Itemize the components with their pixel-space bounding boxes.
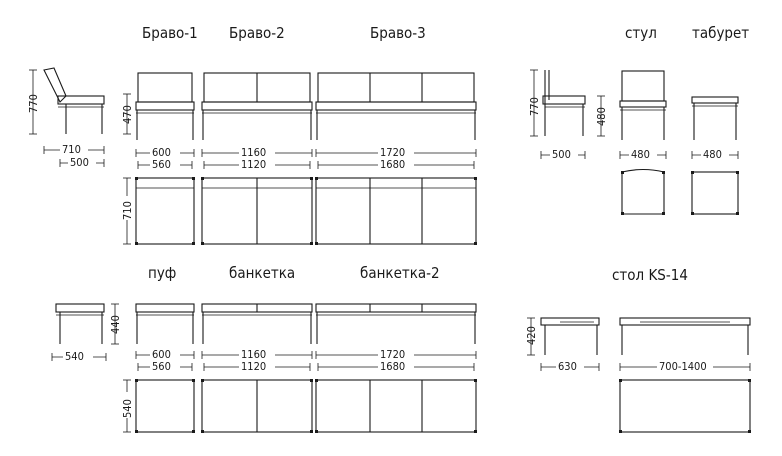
pouf-front <box>135 303 195 344</box>
dim-label: 1680 <box>380 360 405 373</box>
dim-sofa-base-500: 500 <box>59 156 105 169</box>
dim-chair-seat-480: 480 <box>595 95 608 137</box>
dim-label: 1720 <box>380 146 405 159</box>
dim-label: 500 <box>552 148 571 161</box>
bravo-1-plan <box>135 177 195 245</box>
dim-label: 630 <box>558 360 577 373</box>
dim-label: 440 <box>109 315 122 334</box>
dim-label: 1160 <box>241 146 266 159</box>
dim-bravo-depth-710: 710 <box>121 177 134 245</box>
dim-sofa-height-770: 770 <box>27 69 40 135</box>
title-table: стол KS-14 <box>612 266 688 284</box>
dim-label: 710 <box>62 143 81 156</box>
title-bravo-1: Браво-1 <box>142 24 198 42</box>
dim-bench-2-width: 1720 1680 <box>315 348 477 373</box>
title-stool: табурет <box>692 24 749 42</box>
title-bench: банкетка <box>229 264 295 282</box>
chair-plan-view <box>621 168 665 215</box>
table-side-view <box>540 317 600 355</box>
table-front-view <box>619 317 751 355</box>
dim-chair-width-480: 480 <box>619 148 667 161</box>
dim-bench-depth-540: 540 <box>121 379 134 433</box>
dim-label: 420 <box>525 326 538 345</box>
bravo-1-front <box>135 72 195 140</box>
dim-table-height-420: 420 <box>525 317 538 356</box>
dim-sofa-depth-710: 710 <box>43 143 105 156</box>
dim-bench-width: 1160 1120 <box>201 348 313 373</box>
title-pouf: пуф <box>148 264 176 282</box>
dim-label: 1160 <box>241 348 266 361</box>
title-chair: стул <box>625 24 657 42</box>
title-bravo-2: Браво-2 <box>229 24 285 42</box>
dim-label: 560 <box>152 158 171 171</box>
bench-front <box>201 303 313 344</box>
dim-label: 540 <box>65 350 84 363</box>
dim-label: 600 <box>152 348 171 361</box>
dim-label: 540 <box>121 399 134 418</box>
dim-label: 480 <box>631 148 650 161</box>
title-bravo-3: Браво-3 <box>370 24 426 42</box>
sofa-side-view <box>43 67 105 134</box>
bravo-3-plan <box>315 177 477 245</box>
dim-pouf-height-440: 440 <box>109 303 122 345</box>
dim-chair-depth-500: 500 <box>540 148 586 161</box>
table-plan-view <box>619 379 751 433</box>
chair-side-view <box>542 70 586 136</box>
bench-2-front <box>315 303 477 344</box>
bench-2-plan <box>315 379 477 433</box>
bravo-3-front <box>315 72 477 140</box>
dim-bravo-1-width: 600 560 <box>135 146 195 171</box>
title-bench-2: банкетка-2 <box>360 264 440 282</box>
dim-label: 1720 <box>380 348 405 361</box>
dim-label: 600 <box>152 146 171 159</box>
dim-label: 1680 <box>380 158 405 171</box>
dim-bravo-3-width: 1720 1680 <box>315 146 477 171</box>
dim-label: 560 <box>152 360 171 373</box>
bench-plan <box>201 379 313 433</box>
dim-stool-width-480: 480 <box>691 148 739 161</box>
dim-chair-height-770: 770 <box>528 69 541 137</box>
bravo-2-front <box>201 72 313 140</box>
dim-pouf-width: 600 560 <box>135 348 195 373</box>
dim-label: 770 <box>528 97 541 116</box>
dim-label: 470 <box>121 105 134 124</box>
dim-label: 770 <box>27 94 40 113</box>
dim-label: 1120 <box>241 360 266 373</box>
pouf-side-view <box>55 303 105 344</box>
dim-label: 500 <box>70 156 89 169</box>
dim-label: 480 <box>703 148 722 161</box>
stool-front-view <box>691 96 739 140</box>
pouf-plan <box>135 379 195 433</box>
dim-label: 700-1400 <box>659 360 707 373</box>
chair-front-view <box>619 70 667 140</box>
dim-table-depth-630: 630 <box>540 360 600 373</box>
dim-label: 1120 <box>241 158 266 171</box>
bravo-2-plan <box>201 177 313 245</box>
dim-label: 480 <box>595 107 608 126</box>
dim-bravo-2-width: 1160 1120 <box>201 146 313 171</box>
dim-pouf-depth-540: 540 <box>51 350 107 363</box>
dim-label: 710 <box>121 201 134 220</box>
stool-plan-view <box>691 171 739 215</box>
dim-bravo-height-470: 470 <box>121 93 134 135</box>
dim-table-length: 700-1400 <box>619 360 751 373</box>
